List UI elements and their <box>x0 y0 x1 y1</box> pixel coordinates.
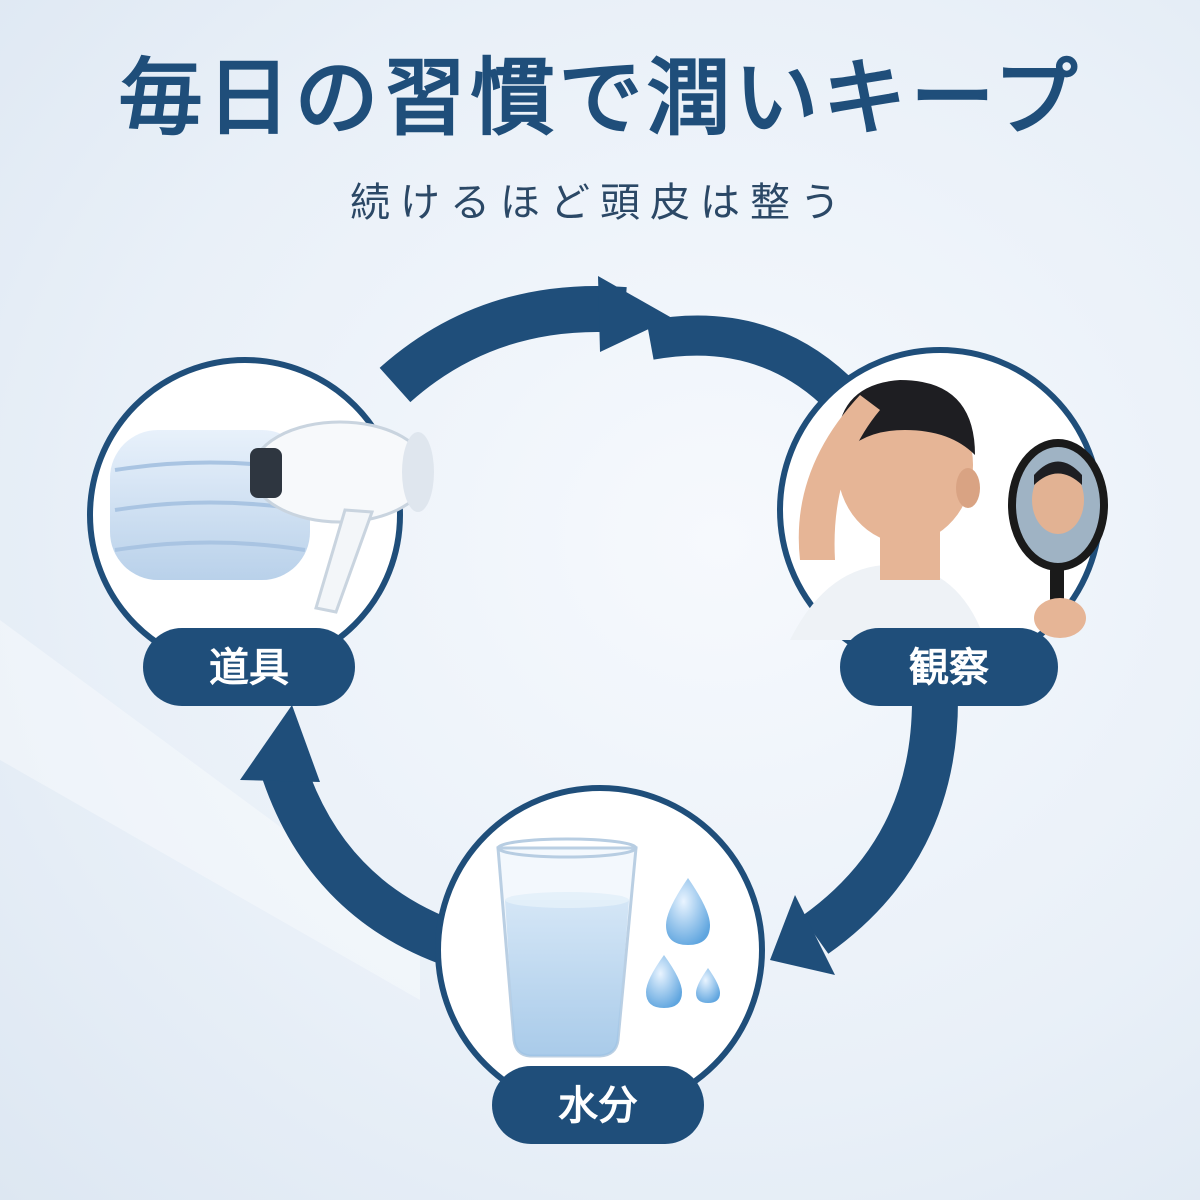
node-label-tools: 道具 <box>143 628 355 706</box>
light-ray <box>0 620 420 1000</box>
hair-dryer-icon <box>250 420 434 614</box>
man-with-mirror-icon <box>790 380 1108 640</box>
cycle-node-water: 水分 <box>435 785 765 1144</box>
label-tools-text: 道具 <box>209 645 289 691</box>
page-subtitle: 続けるほど頭皮は整う <box>350 180 850 226</box>
cycle-node-observe: 観察 <box>777 347 1108 706</box>
cycle-arrow-right <box>770 699 958 975</box>
cycle-node-tools: 道具 <box>87 357 434 706</box>
node-label-observe: 観察 <box>840 628 1058 706</box>
page-title: 毎日の習慣で潤いキープ <box>118 49 1082 147</box>
cycle-arrow-top <box>379 276 849 405</box>
label-observe-text: 観察 <box>909 645 989 691</box>
label-water-text: 水分 <box>558 1083 638 1129</box>
node-label-water: 水分 <box>492 1066 704 1144</box>
cycle-arrow-left <box>240 705 463 967</box>
water-drops-icon <box>646 878 720 1008</box>
glass-of-water-icon <box>496 837 638 1058</box>
